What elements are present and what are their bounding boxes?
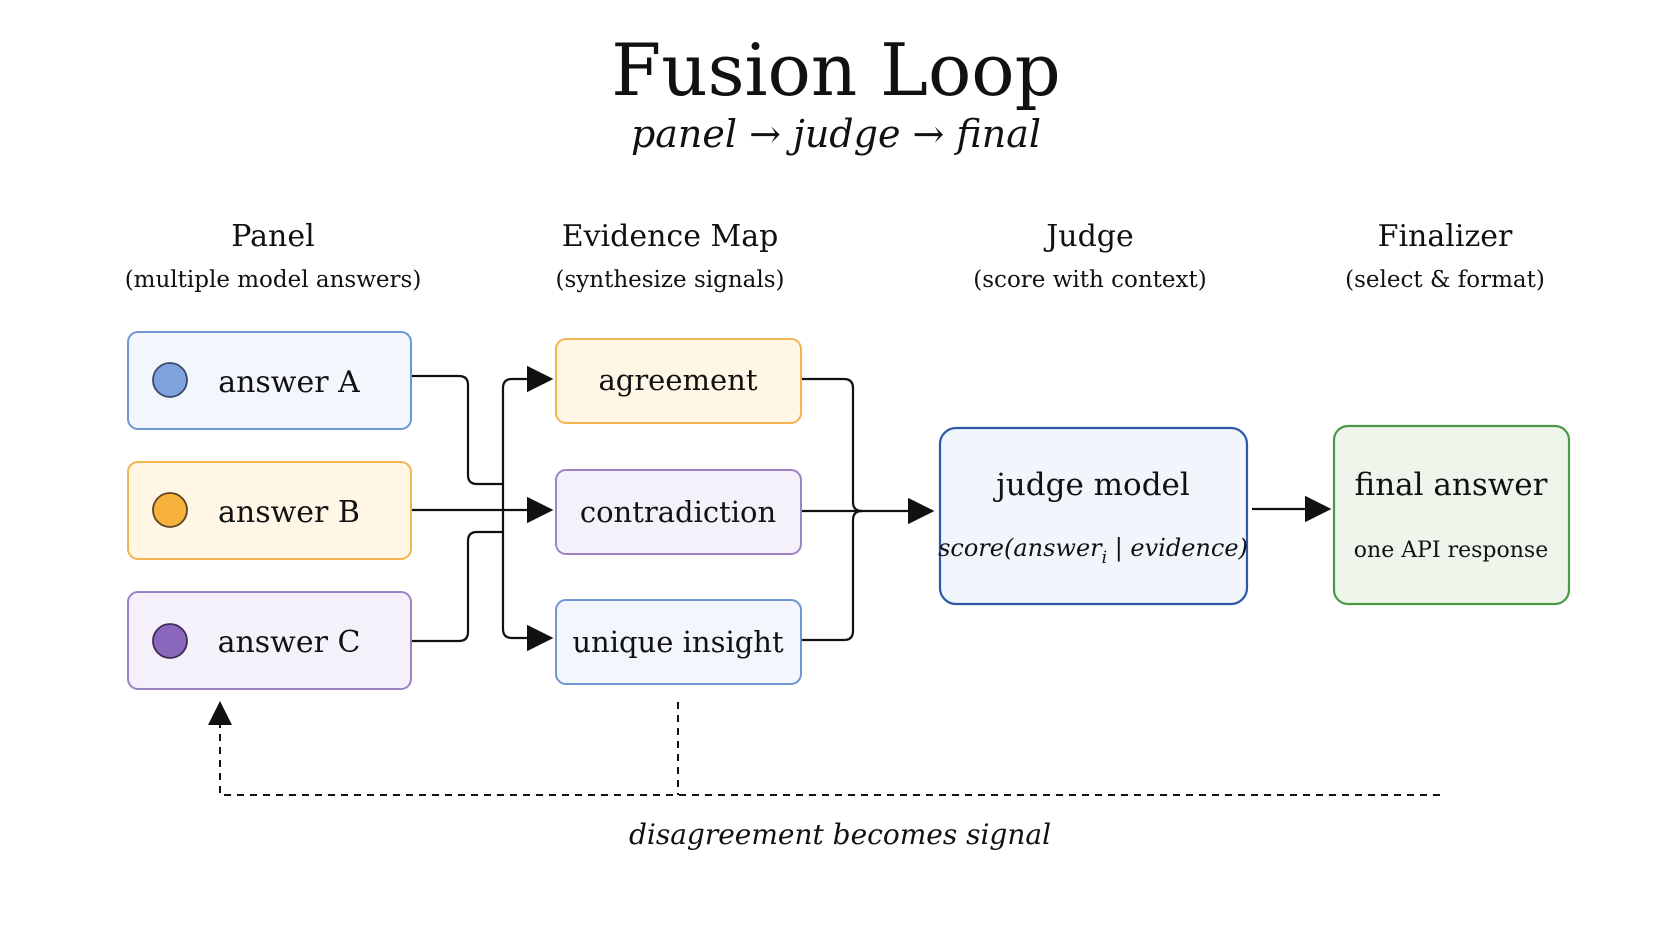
unique-insight-label: unique insight [572,625,784,659]
judge-model-title: judge model [993,467,1190,503]
connector-answer-a [411,374,503,486]
judge-score-formula: score(answeri | evidence) [938,534,1248,568]
panel-to-evidence-connectors [411,365,554,652]
connector-answer-c [411,530,503,643]
answer-c-dot-icon [152,623,188,659]
judge-model-node[interactable]: judge model score(answeri | evidence) [938,426,1249,606]
answer-c-label: answer C [218,625,361,660]
panel-node-answer-a[interactable]: answer A [127,331,412,430]
feedback-loop [208,701,1440,796]
evidence-node-unique-insight[interactable]: unique insight [555,599,802,685]
evidence-heading: Evidence Map [562,219,779,254]
answer-a-label: answer A [218,365,360,400]
final-answer-node[interactable]: final answer one API response [1332,424,1571,606]
formula-suffix: | evidence) [1107,534,1248,563]
finalizer-subheading: (select & format) [1345,267,1545,293]
finalizer-heading: Finalizer [1378,219,1513,254]
evidence-node-agreement[interactable]: agreement [555,338,802,424]
connector-trunk-up [501,365,554,486]
panel-node-answer-b[interactable]: answer B [127,461,412,560]
formula-subscript: i [1102,548,1107,568]
feedback-line [208,701,1440,796]
connector-trunk-down [501,532,554,652]
final-answer-title: final answer [1355,467,1548,503]
contradiction-label: contradiction [580,495,776,529]
panel-heading: Panel [231,219,314,254]
judge-heading: Judge [1043,219,1134,254]
diagram-title: Fusion Loop [611,28,1061,112]
evidence-to-judge-connectors [801,377,935,642]
panel-node-answer-c[interactable]: answer C [127,591,412,690]
judge-subheading: (score with context) [973,267,1206,293]
panel-subheading: (multiple model answers) [125,267,422,293]
answer-b-dot-icon [152,492,188,528]
agreement-label: agreement [598,363,757,397]
diagram-subtitle: panel → judge → final [631,112,1041,156]
answer-a-dot-icon [152,362,188,398]
evidence-subheading: (synthesize signals) [556,267,785,293]
evidence-node-contradiction[interactable]: contradiction [555,469,802,555]
connector-agreement [801,377,863,513]
feedback-label: disagreement becomes signal [629,818,1051,851]
connector-unique-insight [801,509,863,642]
formula-prefix: score(answer [938,534,1103,562]
answer-b-label: answer B [218,495,360,530]
final-answer-subtitle: one API response [1354,538,1548,563]
